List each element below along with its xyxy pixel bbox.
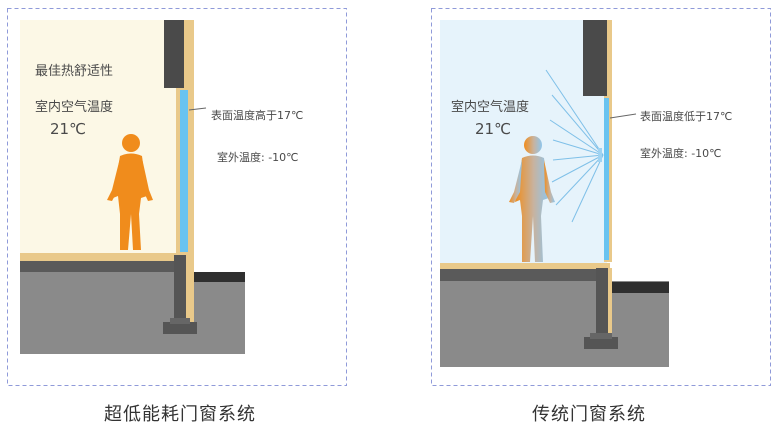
person-warm-icon (107, 134, 153, 250)
right-foundation-wall (596, 268, 608, 338)
left-heading: 最佳热舒适性 (35, 64, 113, 79)
window-cold-spot (598, 148, 602, 162)
right-footing-top (590, 333, 612, 339)
left-floor-slab (20, 261, 194, 272)
left-ground (20, 272, 245, 354)
left-foundation-wall (174, 255, 186, 325)
left-panel: 最佳热舒适性 室内空气温度 21℃ 表面温度高于17℃ 室外温度: -10℃ (7, 8, 347, 386)
person-cold-gradient-icon (509, 136, 555, 262)
right-ceiling (583, 20, 607, 96)
right-window-glass (604, 98, 609, 260)
right-floor-slab (440, 269, 610, 281)
left-leader-line (188, 107, 207, 111)
right-wall-insulation-top (607, 20, 612, 98)
left-footing-top (170, 318, 190, 324)
right-foundation-insulation (608, 268, 612, 338)
left-outdoor-ground-dark (194, 272, 245, 282)
left-floor-insulation (20, 253, 194, 261)
right-ground (440, 281, 669, 367)
left-foundation-insulation (186, 255, 194, 325)
right-room-temp: 21℃ (475, 120, 511, 138)
left-room-interior (20, 20, 184, 255)
right-surface-note: 表面温度低于17℃ (640, 109, 732, 123)
left-wall-insulation-top (184, 20, 194, 90)
left-surface-note: 表面温度高于17℃ (211, 108, 303, 122)
right-panel-frame (431, 8, 771, 386)
cold-radiation-rays (545, 69, 604, 223)
left-footing (163, 322, 197, 334)
right-floor-insulation (440, 263, 610, 269)
left-panel-frame (7, 8, 347, 386)
right-room-label: 室内空气温度 (451, 99, 529, 115)
right-panel: 室内空气温度 21℃ 表面温度低于17℃ 室外温度: -10℃ (431, 8, 771, 386)
left-outdoor-label: 室外温度: -10℃ (217, 150, 299, 164)
right-footing (584, 337, 618, 349)
right-caption: 传统门窗系统 (532, 404, 646, 425)
right-leader-line (609, 113, 637, 119)
right-outdoor-ground-dark (612, 282, 669, 293)
right-outdoor-label: 室外温度: -10℃ (640, 146, 722, 160)
left-room-label: 室内空气温度 (35, 99, 113, 115)
left-room-temp: 21℃ (50, 120, 86, 138)
left-caption: 超低能耗门窗系统 (104, 404, 256, 425)
left-window-glass (180, 90, 188, 252)
